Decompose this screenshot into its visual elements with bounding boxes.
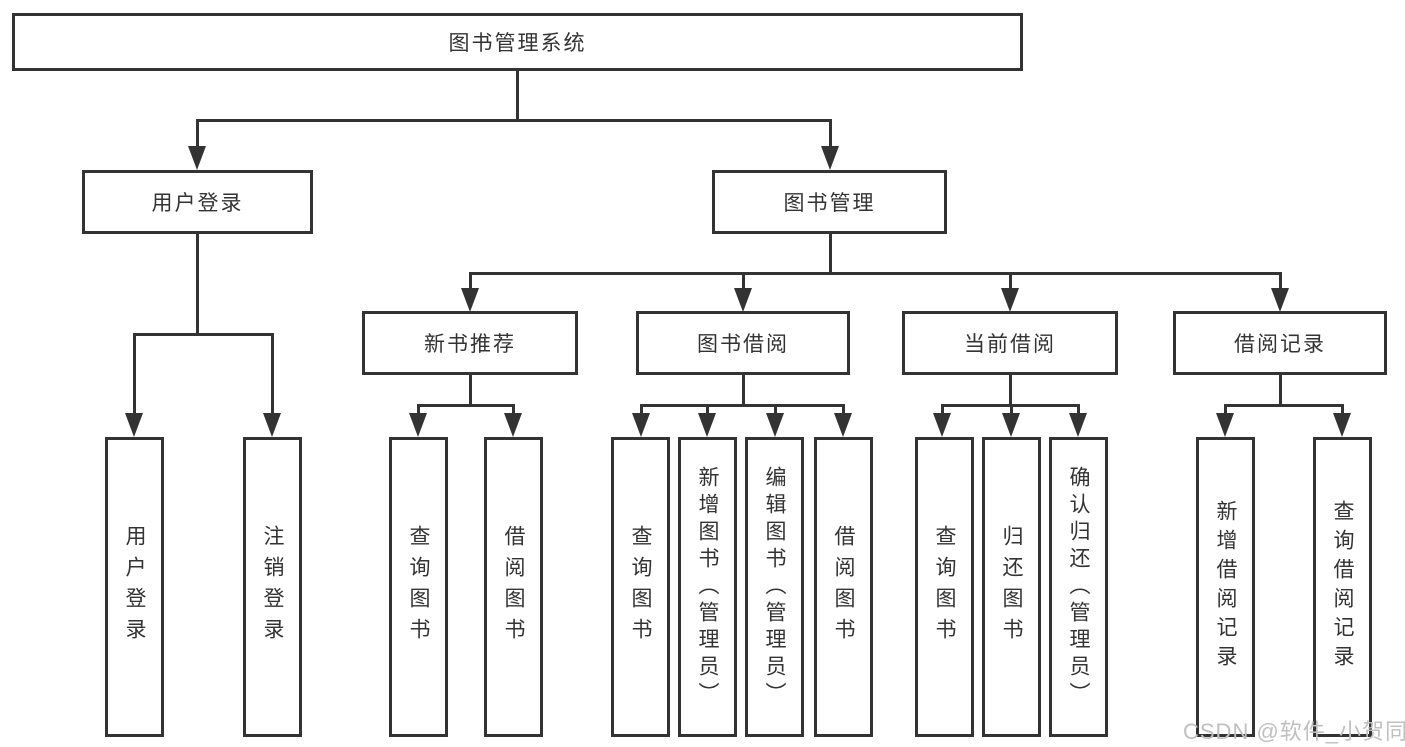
node-borrow-records-label: 借阅记录 xyxy=(1234,333,1326,356)
node-borrow-records: 借阅记录 xyxy=(1173,311,1387,375)
edge-login-stem xyxy=(196,233,199,336)
leaf-return-books-label: 归还图书 xyxy=(1000,525,1023,649)
leaf-logout: 注销登录 xyxy=(243,437,302,737)
node-book-mgmt-label: 图书管理 xyxy=(783,192,876,215)
edge-recommend-branch xyxy=(417,404,514,407)
node-user-login: 用户登录 xyxy=(82,170,313,234)
arrowhead-leaf-bor3 xyxy=(766,413,784,437)
edge-records-stem xyxy=(1279,375,1282,406)
arrowhead-leaf-cur1 xyxy=(933,413,951,437)
leaf-add-borrow-record: 新增借阅记录 xyxy=(1196,437,1255,737)
leaf-add-borrow-record-label: 新增借阅记录 xyxy=(1214,500,1237,674)
node-book-mgmt: 图书管理 xyxy=(712,170,947,234)
leaf-borrow-query-books-label: 查询图书 xyxy=(629,525,652,649)
edge-drop-leaf-bor4 xyxy=(842,404,845,416)
leaf-borrow-books: 借阅图书 xyxy=(814,437,873,737)
arrowhead-leaf-recd1 xyxy=(1216,413,1234,437)
edge-drop-leaf-bor1 xyxy=(640,404,643,416)
edge-login-branch xyxy=(133,333,274,336)
leaf-current-query-books-label: 查询图书 xyxy=(933,525,956,649)
node-current-borrow-label: 当前借阅 xyxy=(964,333,1056,356)
leaf-borrow-books-label: 借阅图书 xyxy=(832,525,855,649)
csdn-watermark: CSDN @软件_小贺同学 xyxy=(1183,719,1405,744)
node-new-book-recommend-label: 新书推荐 xyxy=(424,333,516,356)
node-root-label: 图书管理系统 xyxy=(448,32,587,55)
arrowhead-leaf-cur2 xyxy=(1002,413,1020,437)
leaf-edit-books-admin: 编辑图书（管理员） xyxy=(745,437,804,737)
edge-records-branch xyxy=(1224,404,1343,407)
leaf-recommend-borrow-books: 借阅图书 xyxy=(484,437,543,737)
edge-drop-recommend xyxy=(469,272,472,290)
leaf-query-borrow-record-label: 查询借阅记录 xyxy=(1331,500,1354,674)
leaf-current-query-books: 查询图书 xyxy=(915,437,974,737)
edge-drop-user-login xyxy=(196,119,199,148)
arrowhead-leaf-bor2 xyxy=(698,413,716,437)
edge-drop-borrow xyxy=(742,272,745,290)
node-book-borrow-label: 图书借阅 xyxy=(697,333,789,356)
leaf-add-books-admin-label: 新增图书（管理员） xyxy=(696,465,719,709)
edge-current-stem xyxy=(1009,375,1012,406)
node-root-system: 图书管理系统 xyxy=(12,13,1023,71)
leaf-recommend-query-books-label: 查询图书 xyxy=(407,525,430,649)
edge-drop-book-mgmt xyxy=(829,119,832,148)
leaf-confirm-return-admin: 确认归还（管理员） xyxy=(1049,437,1108,737)
arrowhead-records xyxy=(1271,288,1289,312)
edge-drop-leaf-rec1 xyxy=(417,404,420,416)
arrowhead-leaf-recd2 xyxy=(1333,413,1351,437)
arrowhead-leaf-bor1 xyxy=(632,413,650,437)
leaf-recommend-query-books: 查询图书 xyxy=(389,437,448,737)
edge-mgmt-branch xyxy=(469,272,1282,275)
node-current-borrow: 当前借阅 xyxy=(902,311,1118,375)
edge-drop-leaf-login2 xyxy=(271,333,274,415)
arrowhead-leaf-rec1 xyxy=(409,413,427,437)
edge-drop-leaf-login1 xyxy=(133,333,136,415)
edge-drop-leaf-recd2 xyxy=(1341,404,1344,416)
edge-mgmt-stem xyxy=(829,233,832,275)
arrowhead-borrow xyxy=(734,288,752,312)
arrowhead-leaf-cur3 xyxy=(1069,413,1087,437)
leaf-logout-label: 注销登录 xyxy=(261,525,284,649)
edge-drop-leaf-cur3 xyxy=(1077,404,1080,416)
leaf-recommend-borrow-books-label: 借阅图书 xyxy=(502,525,525,649)
arrowhead-leaf-login1 xyxy=(125,413,143,437)
edge-drop-leaf-cur2 xyxy=(1010,404,1013,416)
node-new-book-recommend: 新书推荐 xyxy=(362,311,578,375)
arrowhead-leaf-login2 xyxy=(263,413,281,437)
leaf-confirm-return-admin-label: 确认归还（管理员） xyxy=(1067,465,1090,709)
leaf-return-books: 归还图书 xyxy=(982,437,1041,737)
edge-drop-leaf-bor2 xyxy=(706,404,709,416)
edge-borrow-branch xyxy=(640,404,844,407)
edge-drop-current xyxy=(1009,272,1012,290)
node-user-login-label: 用户登录 xyxy=(151,192,244,215)
arrowhead-user-login xyxy=(188,146,206,170)
leaf-edit-books-admin-label: 编辑图书（管理员） xyxy=(763,465,786,709)
leaf-borrow-query-books: 查询图书 xyxy=(611,437,670,737)
arrowhead-leaf-bor4 xyxy=(834,413,852,437)
edge-recommend-stem xyxy=(469,375,472,406)
node-book-borrow: 图书借阅 xyxy=(636,311,850,375)
arrowhead-book-mgmt xyxy=(821,146,839,170)
edge-root-branch xyxy=(196,119,832,122)
edge-drop-leaf-recd1 xyxy=(1224,404,1227,416)
arrowhead-recommend xyxy=(461,288,479,312)
leaf-user-login-label: 用户登录 xyxy=(123,525,146,649)
edge-drop-leaf-cur1 xyxy=(941,404,944,416)
edge-drop-leaf-rec2 xyxy=(512,404,515,416)
leaf-query-borrow-record: 查询借阅记录 xyxy=(1313,437,1372,737)
edge-root-stem xyxy=(516,70,519,122)
edge-drop-records xyxy=(1279,272,1282,290)
arrowhead-leaf-rec2 xyxy=(504,413,522,437)
arrowhead-current xyxy=(1001,288,1019,312)
edge-drop-leaf-bor3 xyxy=(774,404,777,416)
leaf-add-books-admin: 新增图书（管理员） xyxy=(678,437,737,737)
leaf-user-login: 用户登录 xyxy=(105,437,164,737)
edge-borrow-stem xyxy=(742,375,745,406)
